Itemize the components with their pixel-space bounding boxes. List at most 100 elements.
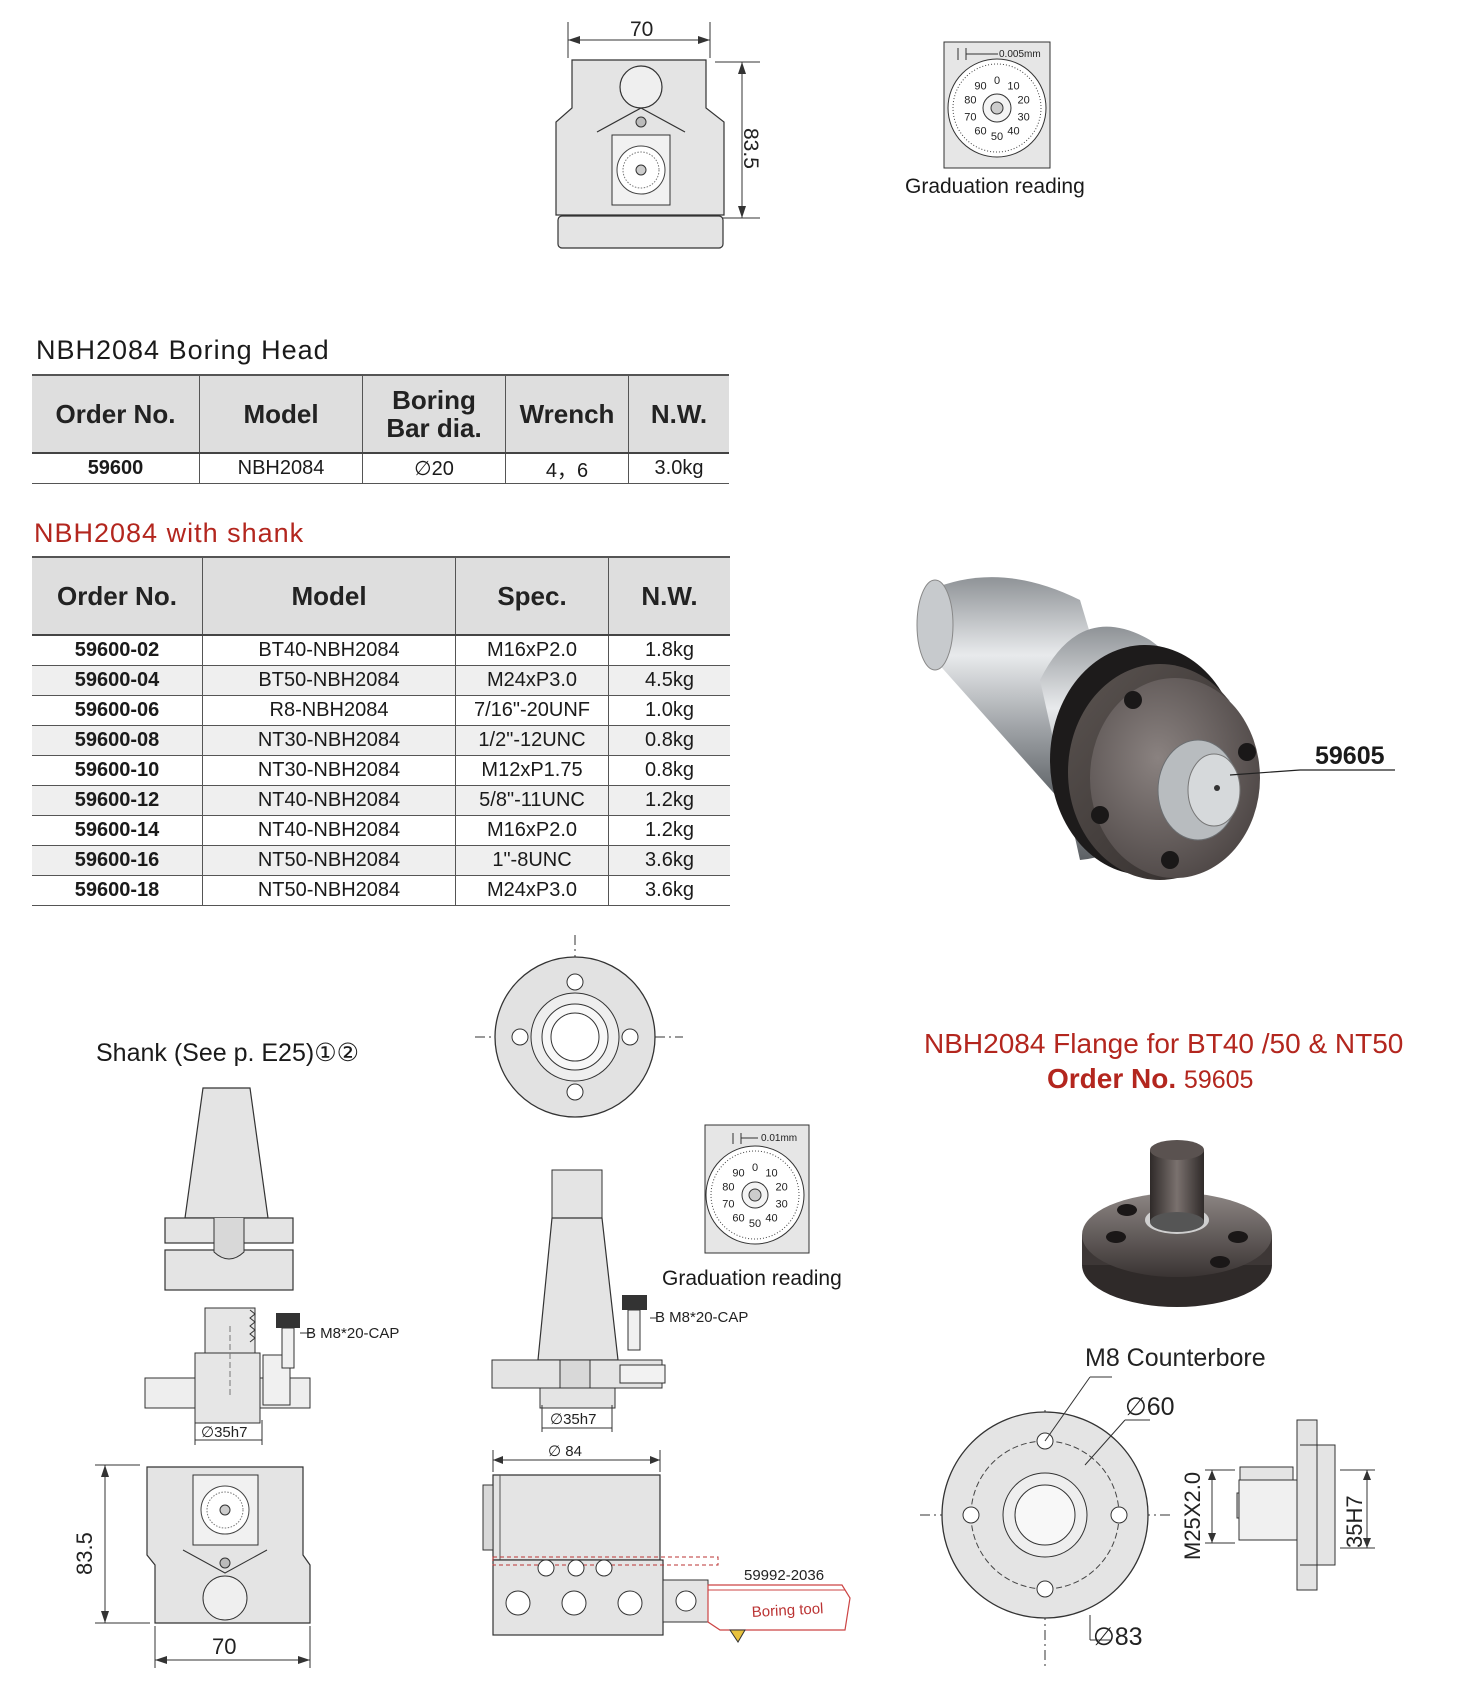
dial-number: 70 — [964, 112, 976, 124]
cell-spec: 5/8"-11UNC — [455, 785, 609, 816]
flange-title: NBH2084 Flange for BT40 /50 & NT50 — [924, 1028, 1404, 1059]
cell-order-no: 59600-16 — [32, 845, 203, 876]
cell-order-no: 59600 — [32, 453, 200, 484]
cell-model: R8-NBH2084 — [202, 695, 456, 726]
cell-spec: 7/16"-20UNF — [455, 695, 609, 726]
cell-model: NT30-NBH2084 — [202, 725, 456, 756]
tool-number: 59992-2036 — [744, 1567, 824, 1584]
cell-nw: 0.8kg — [608, 755, 730, 786]
cell-spec: 1/2"-12UNC — [455, 725, 609, 756]
cell-nw: 1.8kg — [608, 635, 730, 666]
cell-model: NBH2084 — [199, 453, 363, 484]
cell-model: NT50-NBH2084 — [202, 845, 456, 876]
cell-nw: 0.8kg — [608, 725, 730, 756]
col-nw: N.W. — [628, 374, 729, 454]
dial-number: 60 — [974, 126, 986, 138]
dial-number: 10 — [765, 1167, 777, 1179]
col-order-no: Order No. — [32, 556, 203, 636]
cell-order-no: 59600-04 — [32, 665, 203, 696]
cell-nw: 1.0kg — [608, 695, 730, 726]
left-bore-dim: ∅35h7 — [201, 1424, 247, 1441]
col-wrench: Wrench — [505, 374, 629, 454]
col-order-no: Order No. — [32, 374, 200, 454]
dial-number: 20 — [1017, 94, 1029, 106]
graduation-mid-caption: Graduation reading — [662, 1267, 842, 1290]
cell-order-no: 59600-14 — [32, 815, 203, 846]
cell-order-no: 59600-06 — [32, 695, 203, 726]
dial-number: 30 — [775, 1199, 787, 1211]
dial-number: 40 — [765, 1213, 777, 1225]
dial-number: 30 — [1017, 112, 1029, 124]
mid-width-dim: ∅ 84 — [548, 1443, 582, 1460]
dial-number: 0 — [994, 75, 1000, 87]
cell-nw: 1.2kg — [608, 815, 730, 846]
flange-order-number: 59605 — [1183, 1066, 1254, 1094]
flange-fit: 35H7 — [1342, 1495, 1367, 1548]
col-nw: N.W. — [608, 556, 730, 636]
cell-spec: 1"-8UNC — [455, 845, 609, 876]
dial-number: 0 — [752, 1162, 758, 1174]
left-cap-label: B M8*20-CAP — [306, 1325, 399, 1342]
cell-nw: 3.6kg — [608, 875, 730, 906]
cell-spec: M16xP2.0 — [455, 635, 609, 666]
cell-model: NT40-NBH2084 — [202, 785, 456, 816]
table-row: 59600 NBH2084 ∅20 4，6 3.0kg — [32, 453, 729, 484]
cell-spec: M12xP1.75 — [455, 755, 609, 786]
boring-head-title: NBH2084 Boring Head — [36, 335, 330, 365]
flange-counterbore: M8 Counterbore — [1085, 1344, 1266, 1372]
cell-model: NT40-NBH2084 — [202, 815, 456, 846]
mid-bore-dim: ∅35h7 — [550, 1411, 596, 1428]
flange-thread: M25X2.0 — [1180, 1472, 1205, 1560]
graduation-top-caption: Graduation reading — [905, 175, 1085, 198]
dial-number: 20 — [775, 1181, 787, 1193]
cell-nw: 3.6kg — [608, 845, 730, 876]
dial-number: 50 — [749, 1218, 761, 1230]
with-shank-title: NBH2084 with shank — [34, 518, 305, 548]
flange-d83: ∅83 — [1093, 1623, 1143, 1651]
cell-spec: M16xP2.0 — [455, 815, 609, 846]
col-model: Model — [202, 556, 456, 636]
shank-note: Shank (See p. E25)①② — [96, 1039, 360, 1067]
col-boring-bar-dia: Boring Bar dia. — [362, 374, 506, 454]
flange-order-line: Order No. 59605 — [1047, 1063, 1253, 1095]
dial-number: 10 — [1007, 80, 1019, 92]
col-spec: Spec. — [455, 556, 609, 636]
flange-d60: ∅60 — [1125, 1393, 1175, 1421]
dial-number: 80 — [722, 1181, 734, 1193]
cell-nw: 1.2kg — [608, 785, 730, 816]
left-width-dim: 70 — [212, 1634, 236, 1659]
dial-number: 60 — [732, 1213, 744, 1225]
dial-number: 50 — [991, 131, 1003, 143]
mid-cap-label: B M8*20-CAP — [655, 1309, 748, 1326]
cell-order-no: 59600-10 — [32, 755, 203, 786]
cell-model: NT50-NBH2084 — [202, 875, 456, 906]
boring-head-table: Order No. Model Boring Bar dia. Wrench N… — [32, 374, 729, 484]
top-height-dim: 83.5 — [739, 128, 762, 169]
cell-spec: M24xP3.0 — [455, 875, 609, 906]
dial-number: 90 — [732, 1167, 744, 1179]
cell-order-no: 59600-18 — [32, 875, 203, 906]
cell-model: BT40-NBH2084 — [202, 635, 456, 666]
cell-model: BT50-NBH2084 — [202, 665, 456, 696]
photo-order-label: 59605 — [1315, 742, 1385, 770]
cell-order-no: 59600-02 — [32, 635, 203, 666]
dial-number: 40 — [1007, 126, 1019, 138]
dial-number: 70 — [722, 1199, 734, 1211]
left-height-dim: 83.5 — [72, 1532, 97, 1575]
cell-wrench: 4，6 — [505, 453, 629, 484]
